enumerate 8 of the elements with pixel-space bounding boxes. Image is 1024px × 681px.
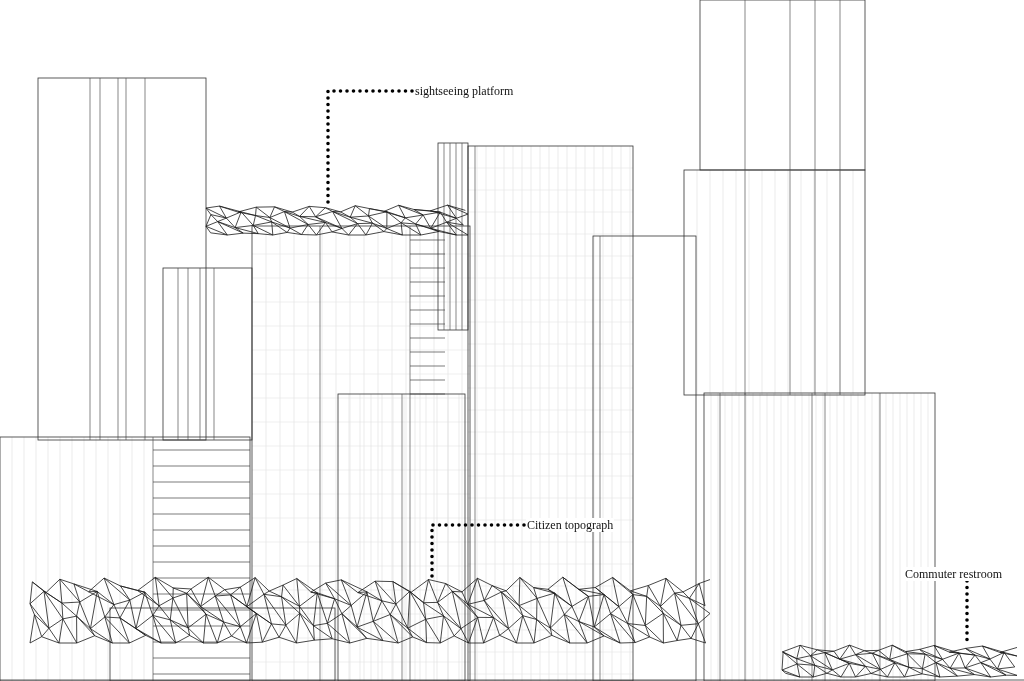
callout-label: Commuter restroom	[904, 567, 1003, 581]
callout-label: Citizen topograph	[526, 518, 615, 532]
platform-mesh-drawing	[206, 205, 468, 235]
topograph-mesh-drawing	[30, 577, 710, 643]
restroom-mesh-drawing	[782, 645, 1017, 677]
callout-label: sightseeing platform	[414, 84, 515, 98]
leader-line	[430, 523, 526, 579]
leader-line	[326, 89, 414, 207]
